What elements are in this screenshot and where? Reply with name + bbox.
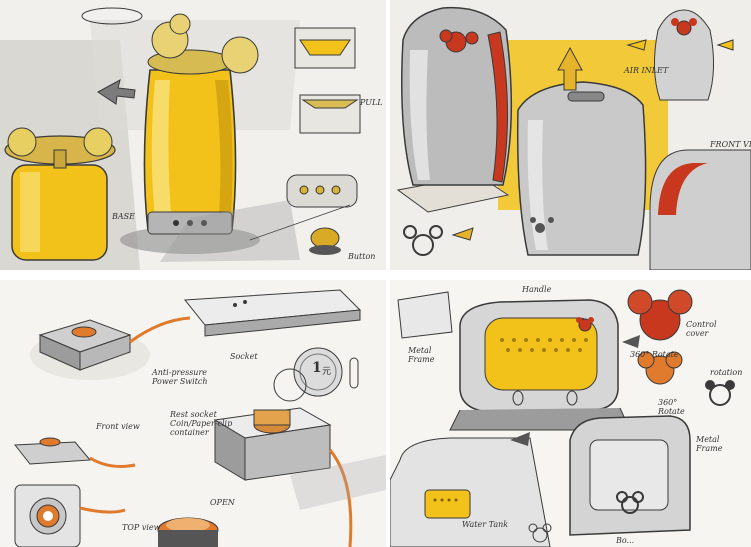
coin-denomination: 1: [312, 360, 322, 376]
label-front-view: Front view: [96, 422, 140, 431]
label-socket: Socket: [230, 352, 258, 361]
label-air-inlet: AIR INLET: [624, 66, 669, 75]
desk-socket-sketch: [14, 289, 386, 547]
label-open: OPEN: [210, 498, 235, 507]
label-base: BASE: [112, 212, 135, 221]
label-pull-up: PULL UP: [360, 98, 386, 107]
label-rotate-360-top: 360° Rotate: [630, 350, 679, 359]
panel-divider-vertical: [386, 0, 390, 547]
label-metal-frame-top: Metal Frame: [408, 346, 435, 364]
label-rotation: rotation: [710, 368, 743, 377]
label-coin-container: Rest socket Coin/Paper-clip container: [170, 410, 233, 437]
humidifier-sketch: [0, 7, 361, 270]
panel-desk-socket: Anti-pressure Power Switch Socket 1 元 Re…: [0, 280, 386, 547]
label-control-cover: Control cover: [686, 320, 717, 338]
label-button: Button: [348, 252, 376, 261]
coin-currency-glyph: 元: [322, 367, 332, 377]
label-water-tank: Water Tank: [462, 520, 509, 529]
panel-yellow-humidifier: BASE PULL UP Button: [0, 0, 386, 270]
panel-divider-horizontal: [0, 270, 751, 280]
label-handle: Handle: [522, 285, 552, 294]
label-rotate-360: 360° Rotate: [658, 398, 685, 416]
label-bottom: Bo...: [616, 536, 635, 545]
label-front-view: FRONT VIEW: [710, 140, 751, 149]
panel-gray-humidifier: AIR INLET FRONT VIEW: [388, 0, 751, 270]
label-power-switch: Anti-pressure Power Switch: [152, 368, 208, 386]
label-top-view: TOP view: [122, 523, 161, 532]
mickey-device-sketch: [390, 289, 735, 547]
label-metal-frame: Metal Frame: [696, 435, 723, 453]
panel-mickey-device: Handle Metal Frame Control cover 360° Ro…: [390, 280, 751, 547]
gray-humidifier-sketch: [396, 6, 751, 270]
